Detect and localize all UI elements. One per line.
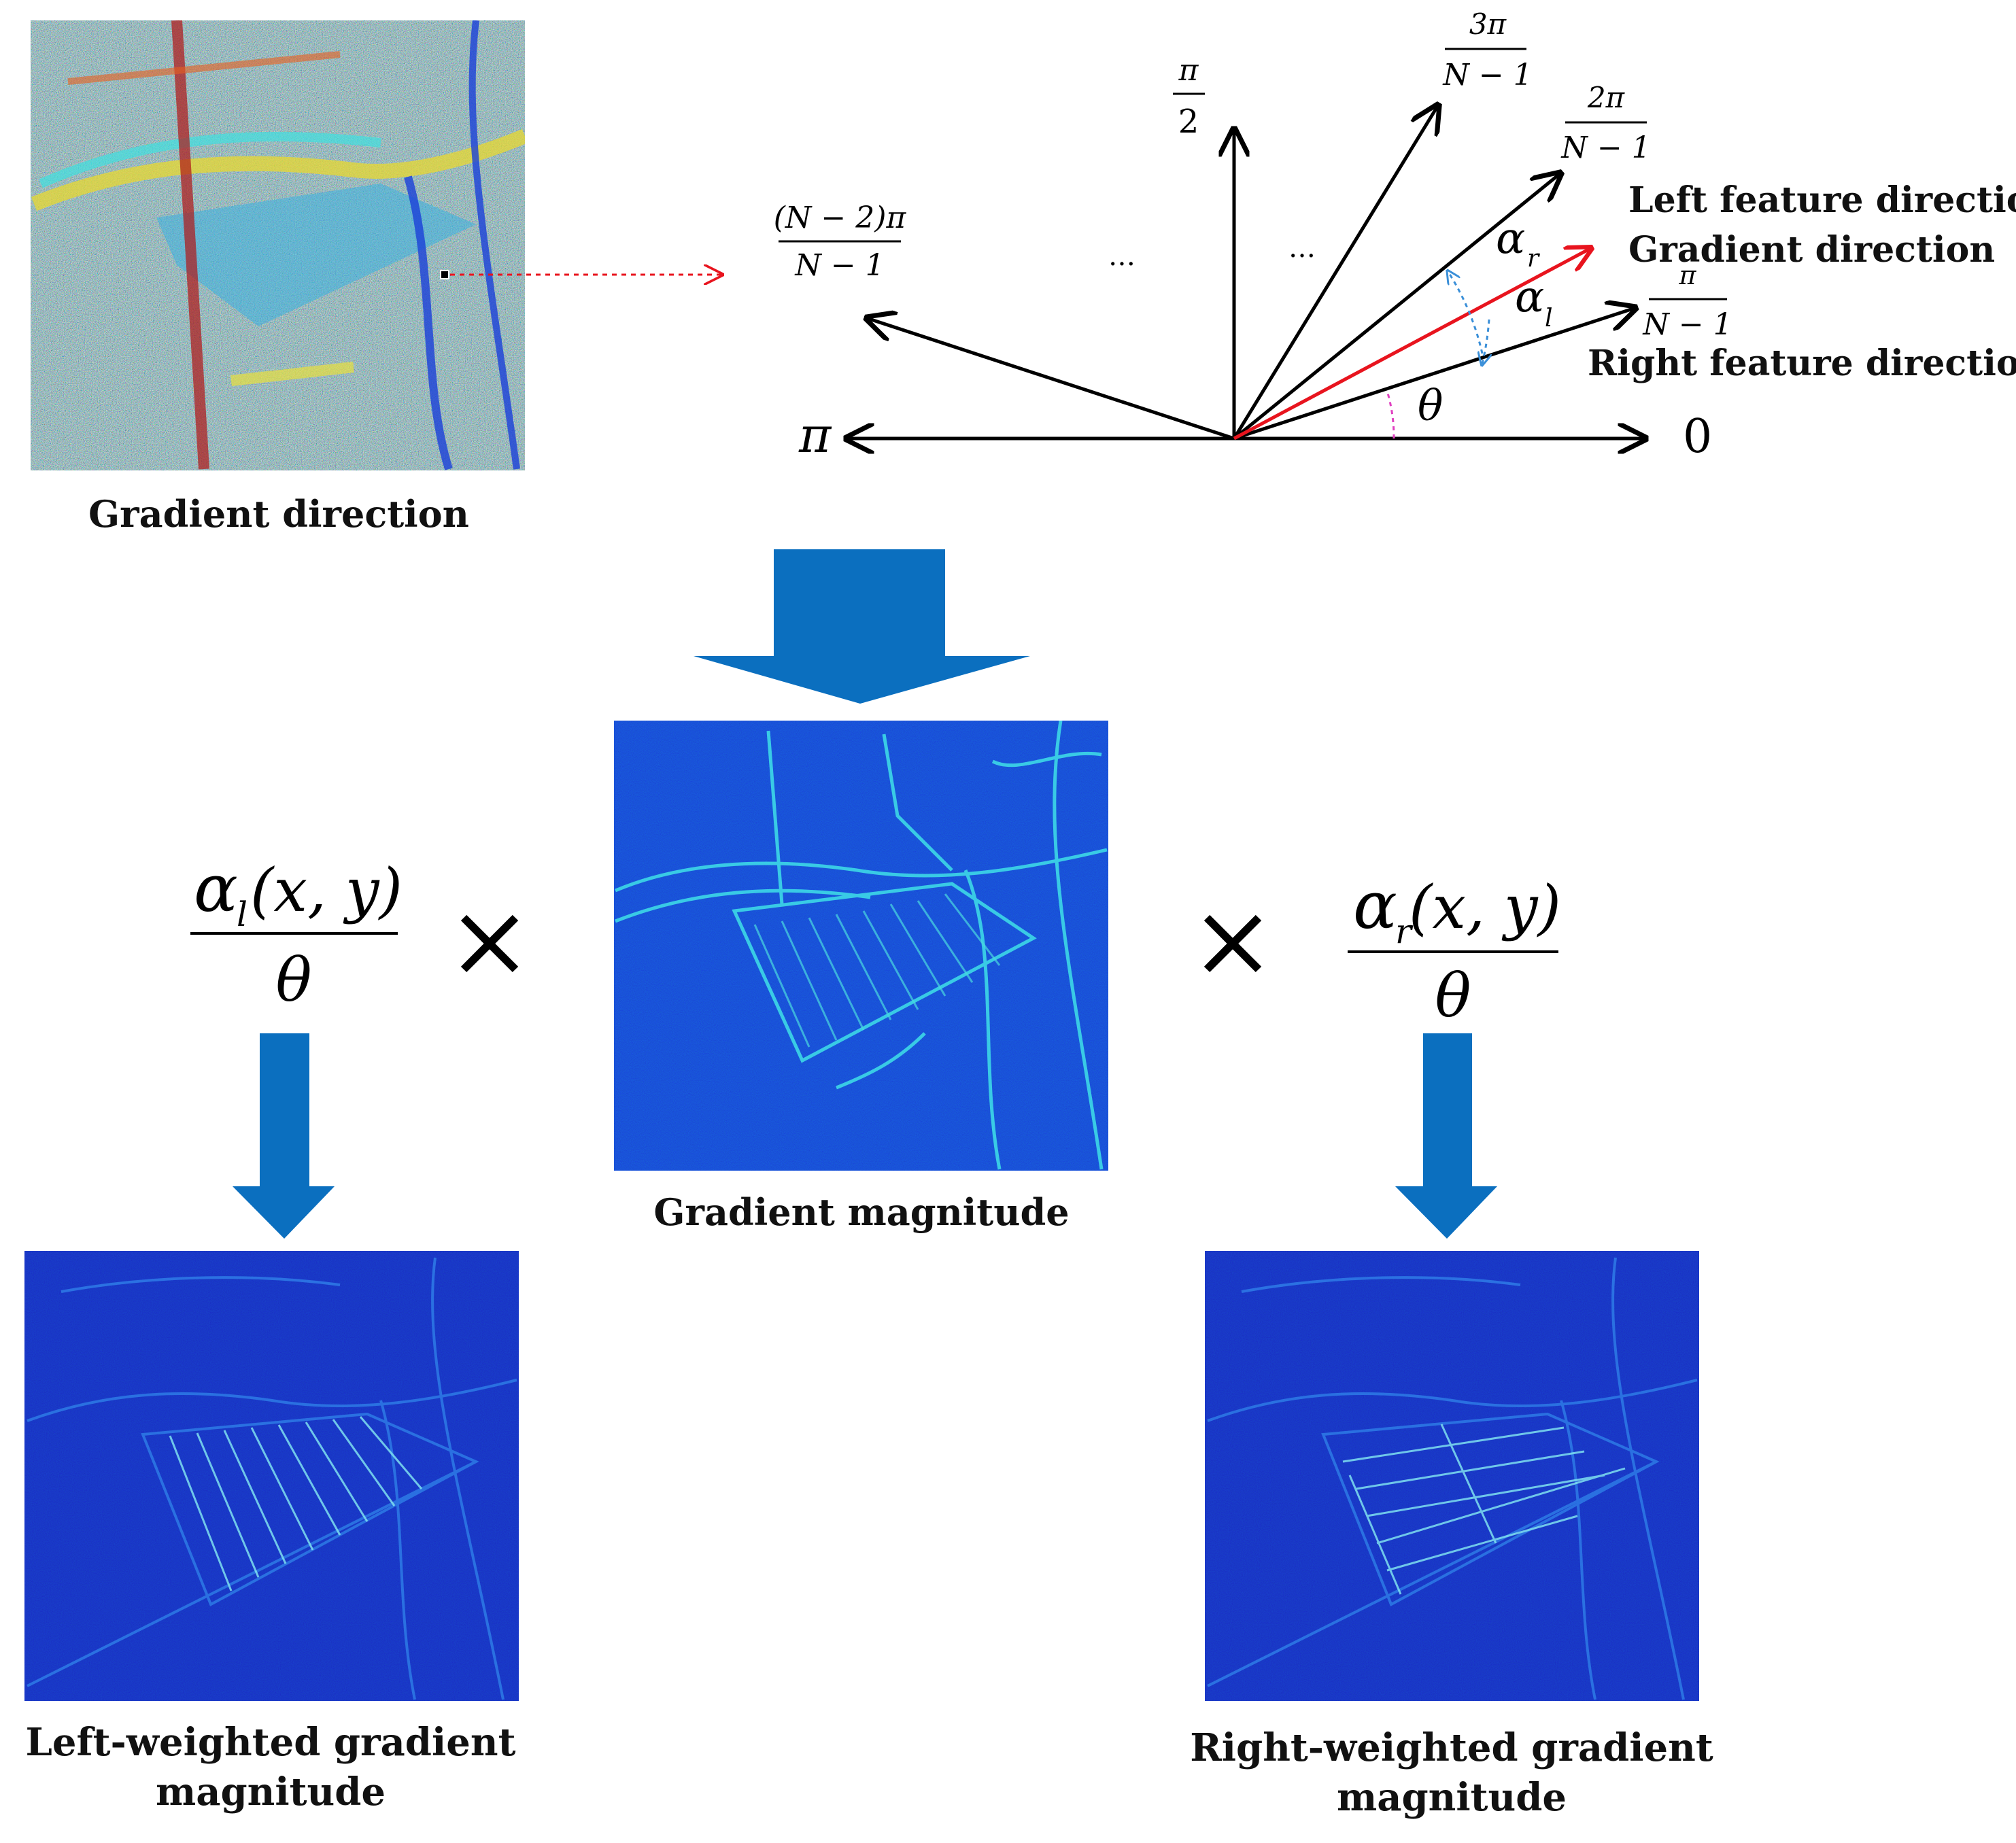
label-three-pi-num: 3π	[1469, 7, 1507, 41]
label-pi-half-num: π	[1178, 53, 1199, 88]
left-formula-args: (x, y)	[250, 855, 403, 925]
label-alpha-r-sub: r	[1527, 245, 1540, 273]
label-two-pi-num: 2π	[1587, 81, 1626, 114]
left-feature-direction-arrow	[1233, 173, 1560, 440]
label-alpha-r: α r	[1496, 213, 1540, 273]
left-weighted-magnitude-image	[24, 1251, 519, 1701]
left-formula-theta: θ	[276, 945, 312, 1015]
label-right-feature-direction: Right feature direction	[1588, 343, 2016, 384]
caption-right-weighted-line2: magnitude	[1337, 1775, 1567, 1820]
right-formula-sub: r	[1395, 912, 1414, 951]
gradient-direction-arrow	[1233, 248, 1591, 441]
axis-pi-label: π	[798, 407, 832, 464]
ellipsis-left: …	[1108, 241, 1135, 272]
caption-gradient-magnitude: Gradient magnitude	[653, 1190, 1069, 1234]
label-gradient-direction: Gradient direction	[1628, 229, 1995, 271]
right-formula-args: (x, y)	[1409, 872, 1561, 942]
right-feature-direction-arrow	[1233, 308, 1635, 441]
left-multiply-sign: ×	[447, 882, 532, 1000]
right-weight-formula: α r (x, y) θ	[1348, 867, 1561, 1031]
label-pi-half-den: 2	[1178, 103, 1199, 141]
label-pi-half: π 2	[1173, 53, 1205, 141]
label-pi-n: π N − 1	[1642, 260, 1732, 342]
direction-diagram: 0 π π 2 3π N − 1 2π N − 1 π N − 1 (N − 2…	[774, 7, 2016, 464]
label-two-pi-den: N − 1	[1560, 131, 1650, 165]
label-n2-pi-num: (N − 2)π	[774, 201, 907, 235]
label-pi-n-num: π	[1679, 260, 1697, 290]
caption-left-weighted-line1: Left-weighted gradient	[26, 1720, 516, 1765]
right-formula-alpha: α	[1353, 867, 1397, 944]
label-alpha-l: α l	[1515, 272, 1553, 332]
label-three-pi-den: N − 1	[1442, 58, 1532, 92]
right-weighted-magnitude-image	[1205, 1251, 1699, 1701]
down-arrow-left	[233, 1033, 335, 1239]
alpha-r-arc	[1448, 272, 1484, 354]
label-n2-pi: (N − 2)π N − 1	[774, 201, 907, 283]
caption-left-weighted-line2: magnitude	[156, 1770, 386, 1814]
label-n2-pi-den: N − 1	[794, 248, 884, 283]
label-two-pi: 2π N − 1	[1560, 81, 1650, 165]
label-three-pi: 3π N − 1	[1442, 7, 1532, 92]
caption-gradient-direction: Gradient direction	[88, 492, 469, 536]
label-theta: θ	[1418, 381, 1443, 430]
label-alpha-l-sub: l	[1545, 305, 1553, 332]
alpha-l-arc	[1482, 319, 1489, 364]
left-formula-sub: l	[237, 895, 247, 934]
label-alpha-l-symbol: α	[1515, 272, 1544, 322]
right-formula-theta: θ	[1435, 961, 1471, 1031]
ellipsis-right: …	[1288, 232, 1316, 264]
right-multiply-sign: ×	[1190, 882, 1276, 1000]
direction-n2-pi-arrow	[867, 318, 1235, 441]
label-pi-n-den: N − 1	[1642, 307, 1732, 342]
theta-arc	[1386, 390, 1395, 439]
left-formula-alpha: α	[194, 850, 238, 927]
gradient-direction-image	[31, 20, 525, 470]
axis-zero-label: 0	[1683, 410, 1712, 464]
gradient-magnitude-image	[614, 721, 1108, 1171]
down-arrow-main	[694, 549, 1030, 704]
caption-right-weighted-line1: Right-weighted gradient	[1190, 1725, 1713, 1770]
down-arrow-right	[1395, 1033, 1497, 1239]
label-alpha-r-symbol: α	[1496, 213, 1525, 264]
left-weight-formula: α l (x, y) θ	[190, 850, 403, 1015]
direction-three-pi-arrow	[1232, 105, 1438, 440]
label-left-feature-direction: Left feature direction	[1628, 179, 2016, 221]
